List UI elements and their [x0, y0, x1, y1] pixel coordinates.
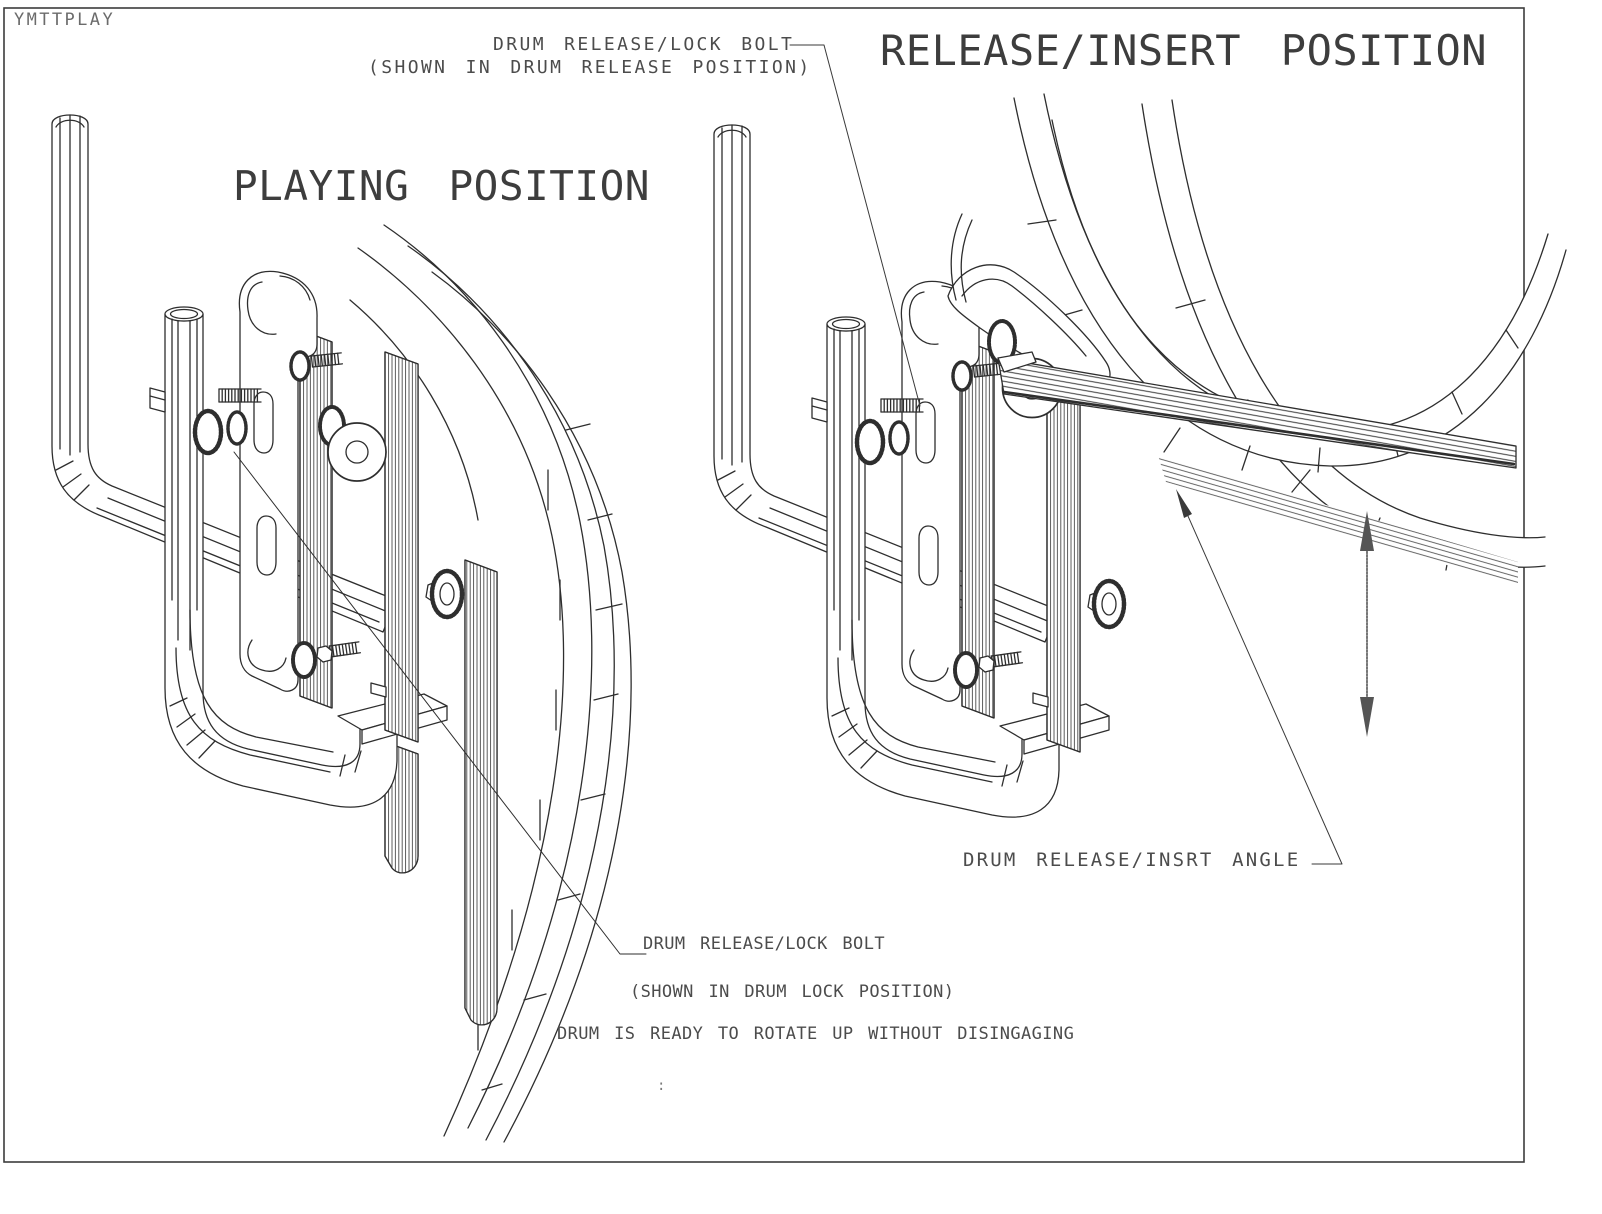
tom-arm: [997, 351, 1517, 469]
drum-shell-band-far: [1141, 99, 1546, 571]
shell-lug-ticks: [481, 423, 623, 1091]
leader-arrowhead-icon: [1176, 489, 1192, 518]
washer-roller-left: [318, 405, 387, 482]
title-playing-position: PLAYING POSITION: [233, 162, 650, 210]
drum-hoop-band: [1013, 93, 1567, 473]
double-arrow-icon: [1360, 511, 1374, 737]
callout-bottom-line2: (SHOWN IN DRUM LOCK POSITION): [630, 982, 955, 1002]
playing-position-drawing: [52, 115, 647, 1143]
leader-release-angle: [1179, 497, 1343, 865]
hoop-clamp: [947, 213, 1111, 388]
doc-code: YMTTPLAY: [14, 10, 116, 30]
shell-edge-hatch: [1158, 455, 1518, 586]
callout-top-line2: (SHOWN IN DRUM RELEASE POSITION): [368, 57, 812, 78]
callout-bottom-line3: DRUM IS READY TO ROTATE UP WITHOUT DISIN…: [557, 1024, 1075, 1044]
callout-release-angle: DRUM RELEASE/INSRT ANGLE: [963, 849, 1301, 871]
callout-bottom-line1: DRUM RELEASE/LOCK BOLT: [643, 934, 885, 954]
hatched-pipes: [384, 559, 498, 1026]
page-border: [3, 7, 1525, 1163]
stray-mark: :: [657, 1078, 666, 1094]
release-insert-drawing: [714, 93, 1567, 817]
callout-top-line1: DRUM RELEASE/LOCK BOLT: [493, 34, 795, 55]
drum-shell-arcs: [349, 224, 632, 1143]
leader-lock-bolt-top: [789, 44, 921, 407]
leader-lock-bolt-bottom: [233, 451, 647, 955]
title-release-insert-position: RELEASE/INSERT POSITION: [880, 26, 1488, 75]
mount-assembly-left: [52, 115, 462, 807]
